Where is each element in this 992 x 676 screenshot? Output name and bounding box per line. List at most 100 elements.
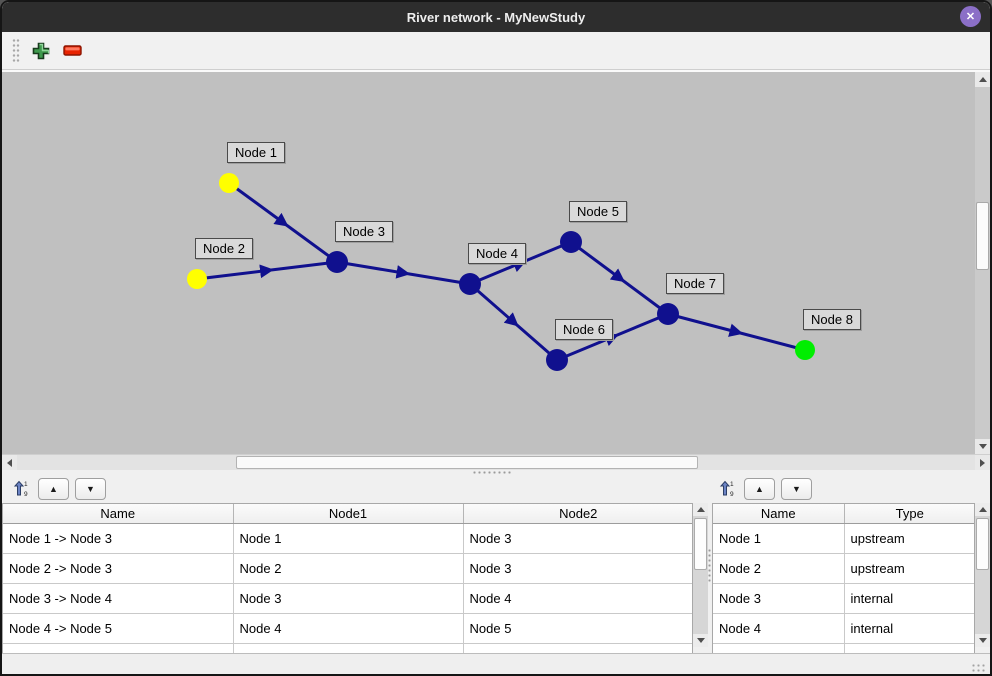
column-header[interactable]: Node1 <box>233 504 464 524</box>
network-node[interactable] <box>657 303 679 325</box>
close-button[interactable]: ✕ <box>960 6 981 27</box>
network-edge[interactable] <box>336 260 471 286</box>
column-header[interactable]: Type <box>844 504 974 524</box>
table-cell[interactable]: internal <box>844 583 974 614</box>
svg-text:9: 9 <box>730 491 734 497</box>
scroll-up-button[interactable] <box>975 72 990 87</box>
network-node[interactable] <box>459 273 481 295</box>
network-graph <box>187 173 815 371</box>
svg-text:1: 1 <box>24 481 28 488</box>
links-move-up-button[interactable]: ▲ <box>38 477 69 500</box>
scroll-left-button[interactable] <box>2 455 17 470</box>
node-label: Node 1 <box>227 142 285 163</box>
network-edge[interactable] <box>570 240 669 316</box>
column-header[interactable]: Name <box>3 504 234 524</box>
nodes-table-toolbar: 1 9 ▲ ▼ <box>714 477 812 500</box>
table-toolbars: 1 9 ▲ ▼ 1 9 ▲ ▼ <box>2 475 990 503</box>
canvas-hscroll-thumb[interactable] <box>236 456 698 469</box>
network-edge[interactable] <box>667 312 806 352</box>
down-triangle-icon: ▼ <box>792 483 801 494</box>
node-label: Node 4 <box>468 243 526 264</box>
table-cell[interactable]: Node 4 <box>713 613 845 644</box>
up-arrow-icon <box>978 507 987 512</box>
links-sort-button[interactable]: 1 9 <box>8 477 32 500</box>
table-cell[interactable]: internal <box>844 613 974 644</box>
table-cell[interactable]: upstream <box>844 553 974 584</box>
nodes-move-down-button[interactable]: ▼ <box>781 477 812 500</box>
table-cell[interactable]: Node 3 <box>463 553 692 584</box>
column-header[interactable]: Node2 <box>463 504 692 524</box>
nodes-scroll-thumb[interactable] <box>976 518 989 570</box>
scroll-down-button[interactable] <box>975 634 990 647</box>
canvas-vscroll-thumb[interactable] <box>976 202 990 270</box>
table-cell[interactable]: Node 3 -> Node 4 <box>3 583 234 614</box>
links-move-down-button[interactable]: ▼ <box>75 477 106 500</box>
canvas-horizontal-scrollbar[interactable] <box>2 454 990 470</box>
table-cell[interactable]: Node 2 <box>233 553 464 584</box>
network-node[interactable] <box>187 269 207 289</box>
scroll-down-button[interactable] <box>975 439 990 454</box>
table-cell[interactable]: Node 1 <box>713 523 845 554</box>
node-label: Node 8 <box>803 309 861 330</box>
table-cell[interactable]: Node 3 <box>713 583 845 614</box>
canvas-vertical-scrollbar[interactable] <box>975 72 990 454</box>
table-cell[interactable]: Node 4 <box>233 613 464 644</box>
add-node-button[interactable] <box>28 38 54 64</box>
links-table-scrollbar[interactable] <box>693 503 708 647</box>
table-cell[interactable]: Node 3 <box>463 523 692 554</box>
up-arrow-icon <box>978 77 987 82</box>
links-scroll-thumb[interactable] <box>694 518 707 570</box>
network-edge[interactable] <box>469 282 558 362</box>
table-cell[interactable]: upstream <box>844 523 974 554</box>
down-arrow-icon <box>696 638 705 643</box>
resize-grip-icon[interactable] <box>971 663 986 674</box>
horizontal-splitter[interactable] <box>2 470 990 475</box>
splitter-handle-icon <box>472 471 512 474</box>
vertical-splitter[interactable] <box>708 503 712 653</box>
table-cell[interactable]: Node 4 <box>463 583 692 614</box>
network-node[interactable] <box>546 349 568 371</box>
network-node[interactable] <box>795 340 815 360</box>
nodes-table-scrollbar[interactable] <box>975 503 990 647</box>
node-label: Node 6 <box>555 319 613 340</box>
table-cell[interactable]: Node 2 -> Node 3 <box>3 553 234 584</box>
scroll-up-button[interactable] <box>693 503 708 516</box>
table-cell[interactable]: Node 1 <box>233 523 464 554</box>
node-label: Node 7 <box>666 273 724 294</box>
table-cell[interactable]: Node 1 -> Node 3 <box>3 523 234 554</box>
network-node[interactable] <box>219 173 239 193</box>
table-cell[interactable]: Node 5 <box>463 613 692 644</box>
up-triangle-icon: ▲ <box>49 483 58 494</box>
toolbar-drag-handle[interactable] <box>12 37 20 64</box>
remove-node-button[interactable] <box>60 38 86 64</box>
network-edge[interactable] <box>196 260 338 281</box>
network-node[interactable] <box>560 231 582 253</box>
nodes-move-up-button[interactable]: ▲ <box>744 477 775 500</box>
nodes-sort-button[interactable]: 1 9 <box>714 477 738 500</box>
scroll-right-button[interactable] <box>975 455 990 470</box>
scroll-up-button[interactable] <box>975 503 990 516</box>
network-node[interactable] <box>326 251 348 273</box>
column-header[interactable]: Name <box>713 504 845 524</box>
network-edge[interactable] <box>228 181 338 264</box>
scroll-down-button[interactable] <box>693 634 708 647</box>
down-triangle-icon: ▼ <box>86 483 95 494</box>
splitter-handle-icon <box>708 548 711 582</box>
table-cell[interactable]: Node 2 <box>713 553 845 584</box>
table-cell[interactable]: Node 4 -> Node 5 <box>3 613 234 644</box>
table-cell[interactable]: Node 3 <box>233 583 464 614</box>
